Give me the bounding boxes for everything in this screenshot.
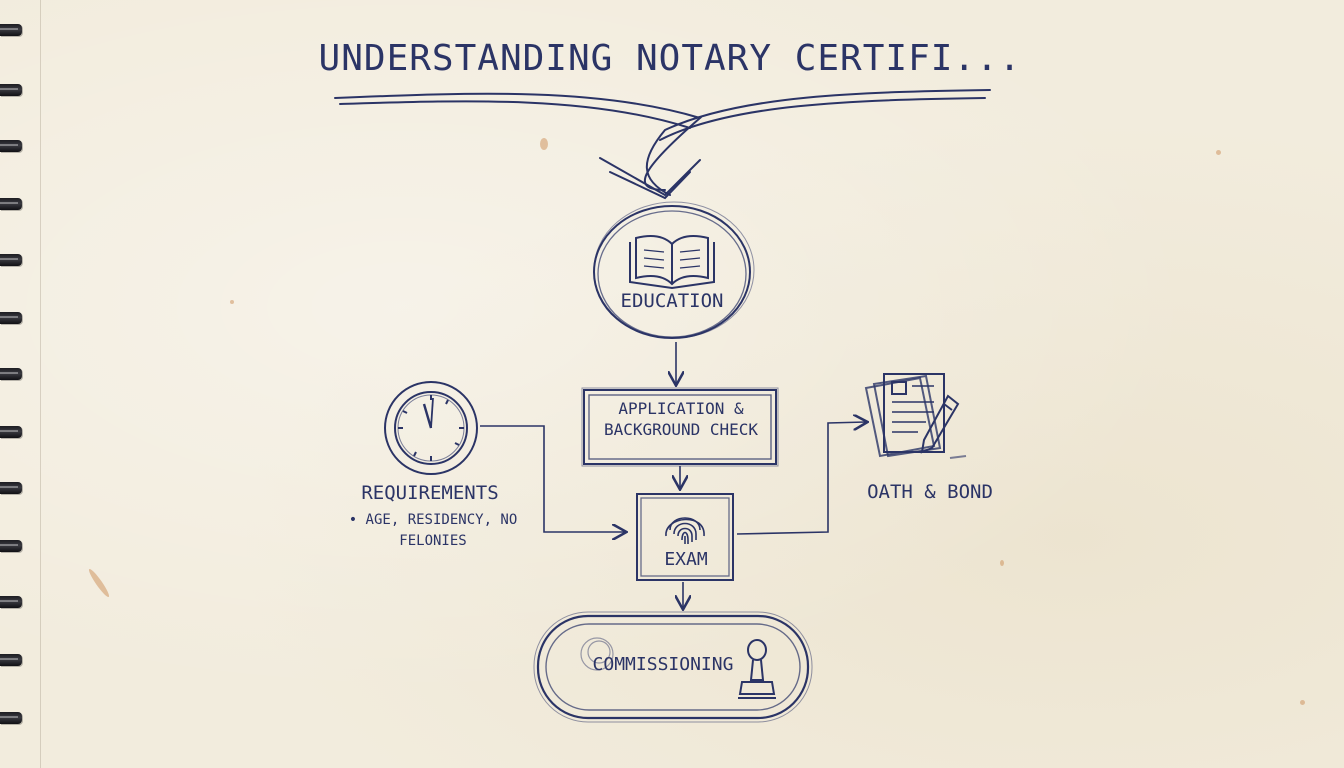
education-label: EDUCATION [620, 290, 724, 312]
commissioning-label: COMMISSIONING [592, 654, 734, 675]
paper-fleck [1000, 560, 1004, 566]
paper-fleck [1300, 700, 1305, 705]
spiral-ring [0, 712, 22, 724]
margin-line [40, 0, 41, 768]
requirements-label: REQUIREMENTS [361, 482, 499, 504]
exam-node [636, 493, 734, 581]
spiral-ring [0, 24, 22, 36]
clock-icon [384, 381, 478, 475]
commissioning-node [533, 611, 813, 723]
paper-fleck [1216, 150, 1221, 155]
paper-fleck [230, 300, 234, 304]
open-book-icon [629, 235, 715, 290]
notary-stamp-icon [738, 639, 776, 699]
document-pen-icon [864, 373, 967, 459]
arrow-exam-to-oath [736, 422, 866, 535]
spiral-ring [0, 254, 22, 266]
spiral-ring [0, 596, 22, 608]
oath-bond-label: OATH & BOND [867, 481, 993, 503]
spiral-binding [0, 0, 30, 768]
education-node [593, 201, 755, 339]
exam-label: EXAM [664, 549, 708, 570]
paper-fleck [540, 138, 548, 150]
spiral-ring [0, 482, 22, 494]
spiral-ring [0, 426, 22, 438]
diagram-title: UNDERSTANDING NOTARY CERTIFI... [318, 38, 1022, 79]
spiral-ring [0, 312, 22, 324]
fingerprint-icon [665, 517, 705, 544]
seal-swirl [580, 637, 614, 671]
title-swoosh [334, 89, 991, 200]
requirements-note: • AGE, RESIDENCY, NO FELONIES [348, 512, 518, 549]
arrow-requirements-to-exam [480, 425, 625, 532]
spiral-ring [0, 540, 22, 552]
spiral-ring [0, 84, 22, 96]
spiral-ring [0, 654, 22, 666]
spiral-ring [0, 198, 22, 210]
spiral-ring [0, 140, 22, 152]
spiral-ring [0, 368, 22, 380]
application-label: APPLICATION & BACKGROUND CHECK [603, 399, 759, 439]
